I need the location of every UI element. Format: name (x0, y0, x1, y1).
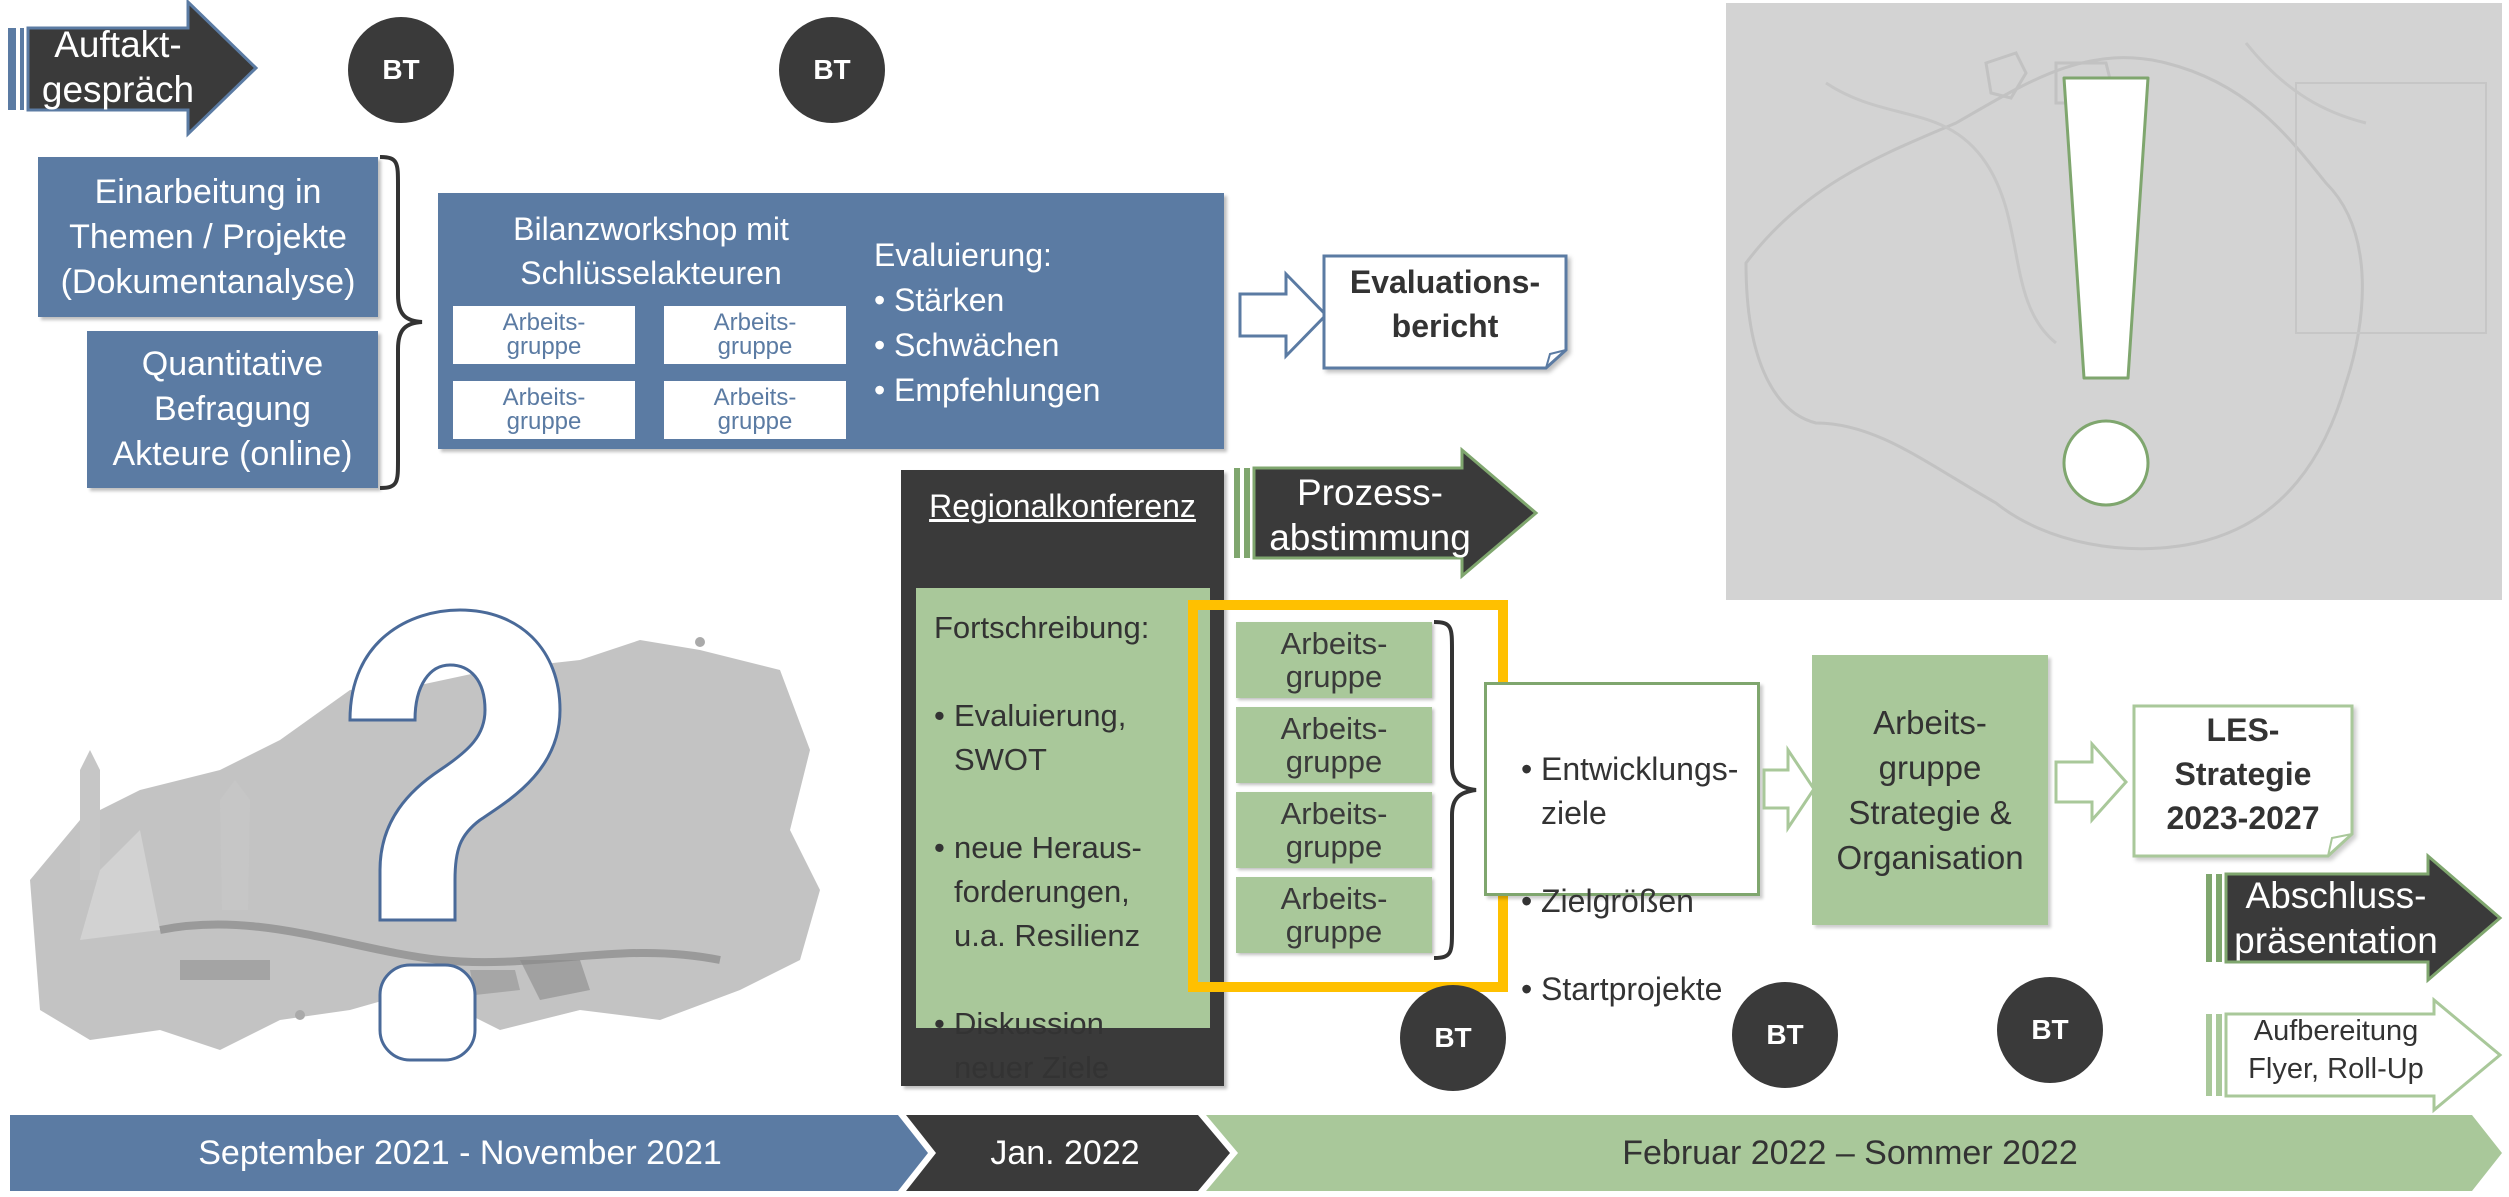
flyer-label: Aufbereitung Flyer, Roll-Up (2248, 1015, 2424, 1085)
outline-arrow-to-les (2054, 740, 2129, 824)
evaluation-title: Evaluierung: (874, 237, 1052, 273)
regional-conference-title: Regionalkonferenz (929, 488, 1196, 524)
kickoff-label: Auftakt- gespräch (41, 24, 195, 110)
exclamation-mark-icon (2062, 76, 2150, 507)
update-item-evaluation-swot: Evaluierung, SWOT (934, 694, 1210, 782)
development-goals-box: Entwicklungs- ziele Zielgrößen Startproj… (1484, 682, 1760, 1011)
les-strategy-doc (2132, 704, 2354, 858)
working-group-3: Arbeits- gruppe (1236, 792, 1432, 868)
outline-arrow-to-report (1238, 270, 1329, 360)
workshop-group-1: Arbeits- gruppe (453, 306, 635, 364)
strategy-group-box: Arbeits- gruppe Strategie & Organisation (1812, 655, 2048, 925)
workshop-group-4: Arbeits- gruppe (664, 381, 846, 439)
bt-circle-4: BT (1732, 982, 1838, 1088)
update-item-new-challenges: neue Heraus- forderungen, u.a. Resilienz (934, 826, 1210, 958)
evaluation-block: Evaluierung: Stärken Schwächen Empfehlun… (874, 233, 1204, 413)
goal-target-values: Zielgrößen (1521, 879, 1757, 923)
bt-circle-3: BT (1400, 985, 1506, 1091)
goal-development-targets: Entwicklungs- ziele (1521, 747, 1757, 835)
les-strategy-label: LES- Strategie 2023-2027 (2166, 712, 2320, 836)
survey-box: Quantitative Befragung Akteure (online) (87, 331, 378, 488)
region-map-outline (1744, 42, 2487, 551)
bt-circle-5: BT (1997, 977, 2103, 1083)
working-group-4: Arbeits- gruppe (1236, 877, 1432, 953)
flyer-arrow (2206, 996, 2503, 1114)
curly-brace-left (379, 155, 423, 490)
evaluation-report-doc (1322, 254, 1568, 370)
working-group-2: Arbeits- gruppe (1236, 707, 1432, 783)
evaluation-report-label: Evaluations- bericht (1349, 264, 1541, 344)
bt-circle-2: BT (779, 17, 885, 123)
update-title: Fortschreibung: (934, 610, 1150, 645)
bt-circle-1: BT (348, 17, 454, 123)
evaluation-item-weaknesses: Schwächen (874, 323, 1204, 368)
balance-workshop-title: Bilanzworkshop mit Schlüsselakteuren (513, 211, 789, 291)
evaluation-item-strengths: Stärken (874, 278, 1204, 323)
process-alignment-label: Prozess- abstimmung (1269, 472, 1471, 558)
workshop-group-2: Arbeits- gruppe (664, 306, 846, 364)
kickoff-arrow (8, 0, 259, 138)
timeline-bar (10, 1115, 2502, 1191)
curly-brace-right (1433, 620, 1477, 960)
update-box: Fortschreibung: Evaluierung, SWOT neue H… (916, 588, 1210, 1085)
balance-workshop-box: Bilanzworkshop mit Schlüsselakteuren Arb… (438, 193, 1224, 449)
timeline-phase-1: September 2021 - November 2021 (198, 1133, 722, 1172)
evaluation-list: Stärken Schwächen Empfehlungen (874, 278, 1204, 413)
timeline-phase-2: Jan. 2022 (990, 1133, 1140, 1172)
update-item-new-goals: Diskussion neuer Ziele (934, 1002, 1210, 1090)
question-mark-icon (348, 608, 562, 1062)
development-goals-list: Entwicklungs- ziele Zielgrößen Startproj… (1521, 703, 1757, 1055)
final-presentation-label: Abschluss- präsentation (2234, 875, 2438, 961)
workshop-group-3: Arbeits- gruppe (453, 381, 635, 439)
process-alignment-arrow (1234, 446, 1539, 580)
familiarization-box: Einarbeitung in Themen / Projekte (Dokum… (38, 157, 378, 317)
regional-conference-column: Regionalkonferenz Fortschreibung: Evalui… (901, 470, 1224, 1086)
working-group-1: Arbeits- gruppe (1236, 622, 1432, 698)
highlight-frame (1188, 600, 1508, 992)
outline-arrow-to-strategy (1762, 745, 1816, 833)
timeline-phase-3: Februar 2022 – Sommer 2022 (1622, 1133, 2078, 1172)
final-presentation-arrow (2206, 852, 2503, 984)
update-list: Evaluierung, SWOT neue Heraus- forderung… (934, 650, 1210, 1134)
evaluation-item-recommendations: Empfehlungen (874, 368, 1204, 413)
goal-start-projects: Startprojekte (1521, 967, 1757, 1011)
